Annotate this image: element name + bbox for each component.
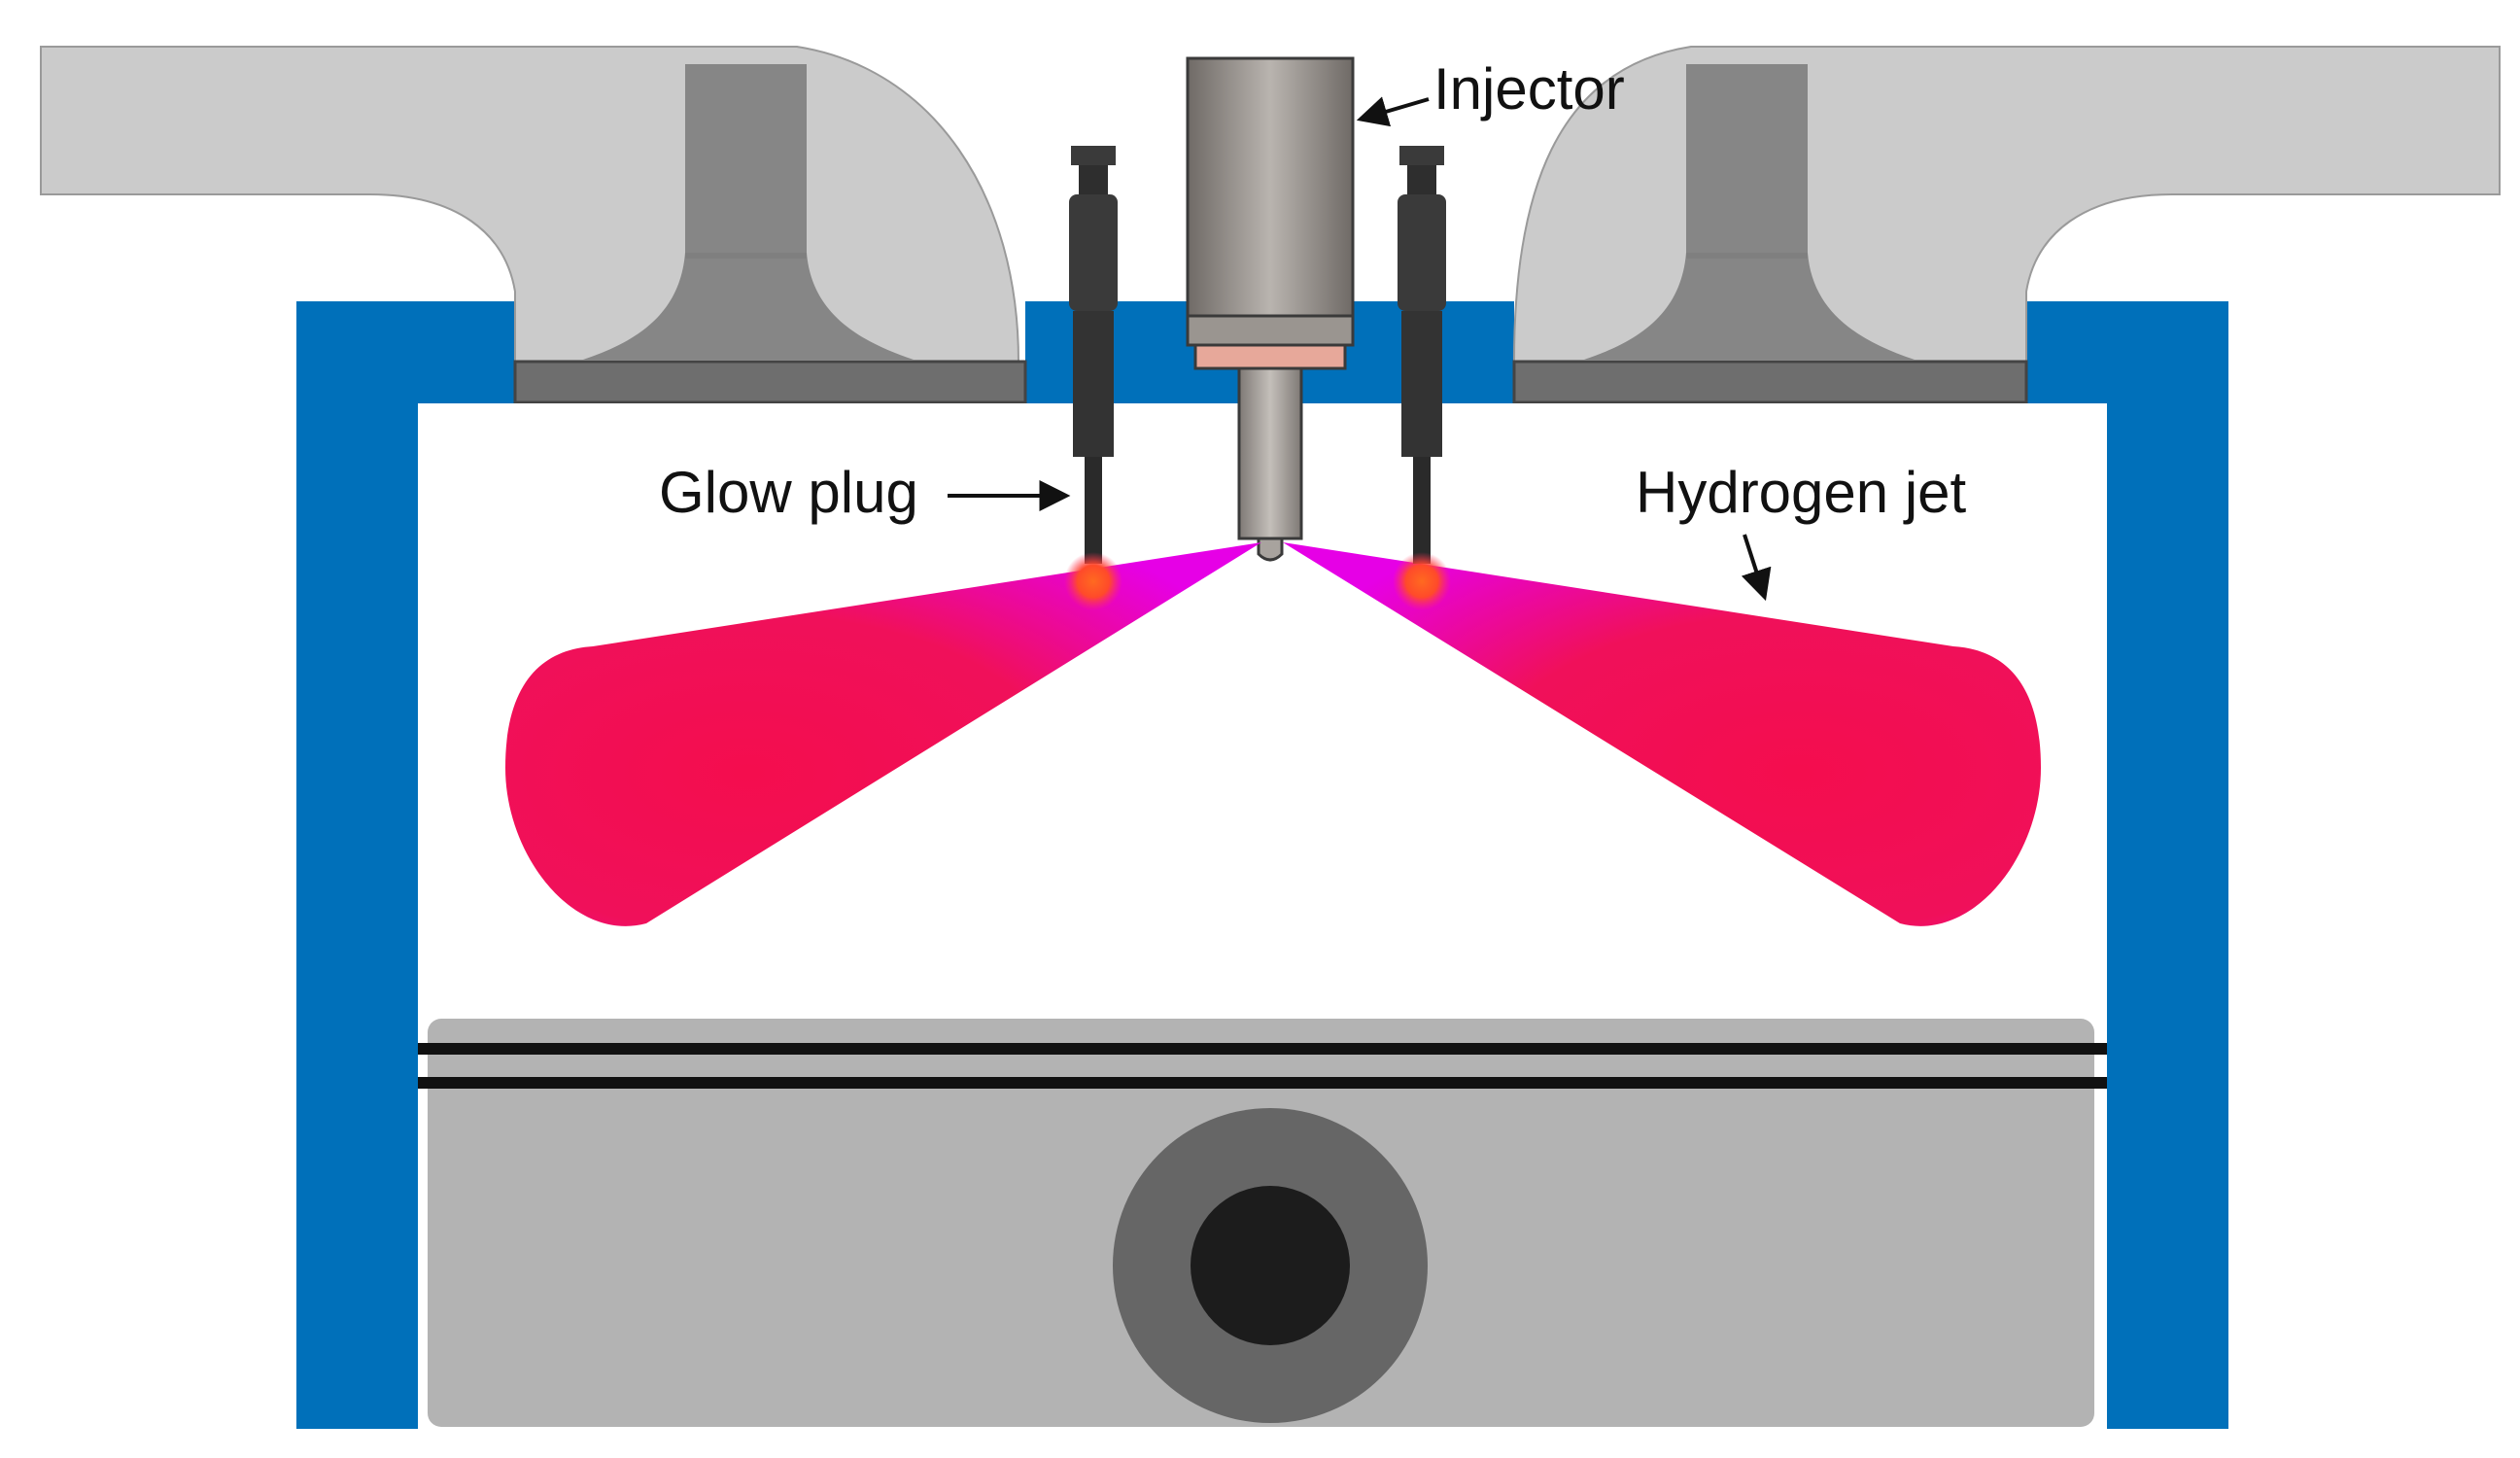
hydrogen-jet-label: Hydrogen jet — [1636, 460, 1967, 525]
wrist-pin-inner — [1191, 1186, 1350, 1345]
cylinder-head-left — [296, 301, 515, 403]
injector-label: Injector — [1433, 56, 1625, 122]
glow-plug-left — [1064, 146, 1122, 610]
hydrogen-jet-callout: Hydrogen jet — [1636, 460, 1967, 602]
exhaust-valve-head — [1584, 253, 1915, 360]
intake-valve-seat — [513, 360, 1027, 404]
exhaust-port — [1512, 46, 2501, 404]
glow-plug-callout: Glow plug — [659, 460, 1071, 525]
exhaust-valve-stem — [1686, 64, 1808, 259]
piston-ring-bottom — [418, 1077, 2107, 1089]
injector-tip — [1257, 537, 1284, 562]
cylinder-wall-right — [2107, 301, 2228, 1429]
glow-plug-label: Glow plug — [659, 460, 918, 525]
intake-valve-head — [583, 253, 914, 360]
intake-port — [40, 46, 1027, 404]
piston-ring-top — [418, 1043, 2107, 1055]
injector-nut — [1186, 314, 1355, 347]
intake-valve-stem — [685, 64, 807, 259]
glow-plug-right-tip — [1393, 552, 1451, 610]
hydrogen-jet-right — [1283, 542, 2041, 926]
exhaust-valve-seat — [1512, 360, 2028, 404]
cylinder-head-right — [2026, 301, 2228, 403]
arrow-icon — [1741, 534, 1772, 602]
hydrogen-jet-left — [505, 542, 1261, 926]
cylinder-wall-left — [296, 301, 418, 1429]
injector-callout: Injector — [1356, 56, 1625, 127]
injector-body — [1186, 56, 1355, 318]
arrow-icon — [1356, 96, 1430, 127]
injector-nozzle — [1237, 366, 1303, 540]
injector-washer — [1193, 343, 1347, 370]
piston — [418, 1019, 2107, 1427]
glow-plug-right — [1393, 146, 1451, 610]
glow-plug-left-tip — [1064, 552, 1122, 610]
injector — [1186, 56, 1355, 562]
